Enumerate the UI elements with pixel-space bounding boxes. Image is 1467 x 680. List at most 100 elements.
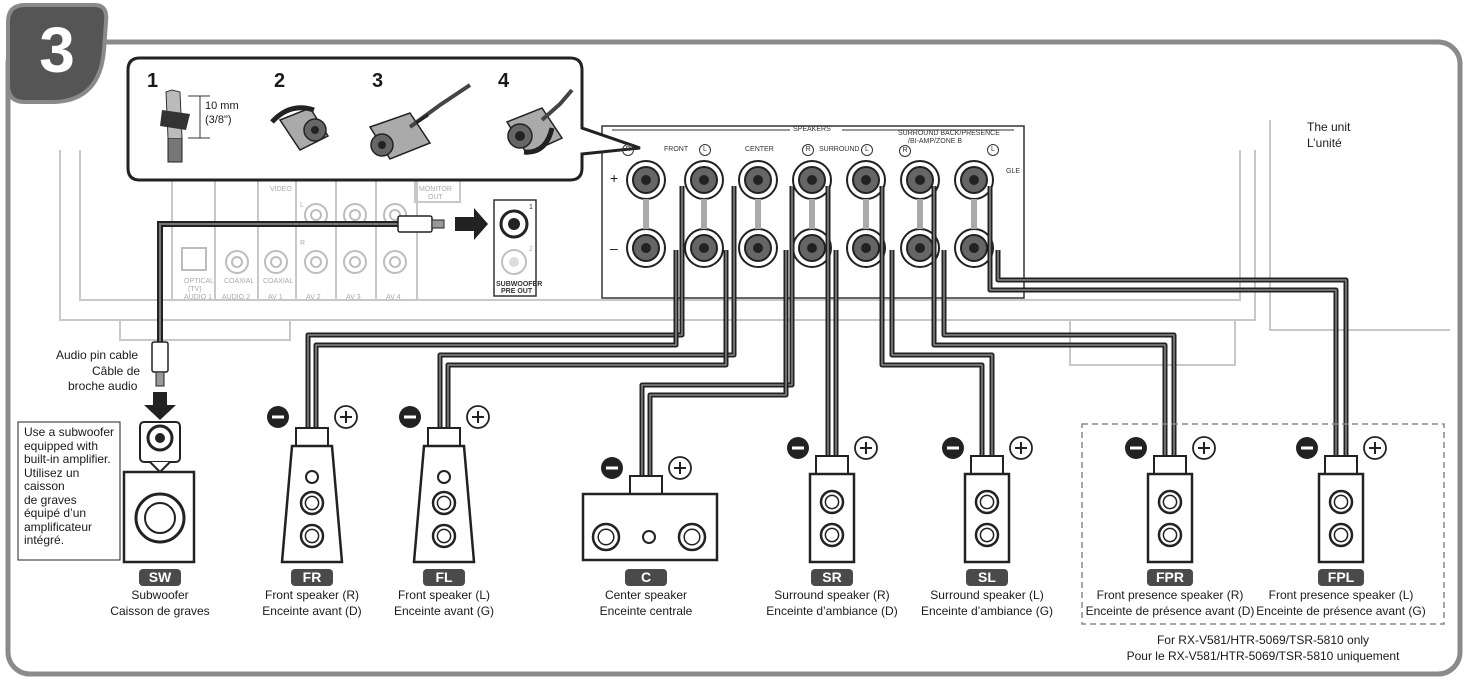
tweeter-icon: [642, 530, 656, 544]
speaker-tag: FL: [423, 569, 465, 586]
note-line: built-in amplifier.: [24, 452, 111, 466]
unit-label-en: The unit: [1307, 120, 1351, 134]
presence-group-box: [1081, 423, 1445, 625]
label-r-mark: R: [300, 240, 306, 247]
label-audio2: AUDIO 2: [222, 294, 251, 301]
speaker-cable-core: [989, 186, 1337, 458]
note-line: amplificateur: [24, 519, 93, 534]
label-surround: SURROUND: [819, 146, 860, 153]
label-bi-amp: /BI-AMP/ZONE B: [908, 138, 963, 145]
cable-connector: [815, 455, 849, 475]
driver-cone: [979, 527, 995, 543]
terminal-hole: [969, 243, 979, 253]
speaker-caption: Enceinte avant (G): [393, 604, 495, 618]
driver-cone: [1162, 494, 1178, 510]
strip-length: 10 mm: [205, 100, 239, 112]
note-line: Use a subwoofer: [24, 425, 115, 439]
label-av4: AV 4: [386, 294, 401, 301]
bookshelf-speaker-icon: [1146, 472, 1194, 564]
plus-sign-v: [865, 442, 867, 454]
speaker-caption: Surround speaker (L): [930, 588, 1044, 602]
speaker-caption: Enceinte de présence avant (D): [1085, 604, 1255, 618]
label-speakers: SPEAKERS: [793, 126, 831, 133]
minus-sign: [1130, 446, 1142, 450]
speaker-cable-core: [649, 250, 787, 476]
minus-sign: [1301, 446, 1313, 450]
channel-mark: L: [699, 144, 711, 156]
speaker-cable-core: [439, 186, 735, 428]
driver-cone: [1333, 494, 1349, 510]
terminal-hole: [861, 175, 871, 185]
audio-pin-cable: [144, 208, 488, 420]
plus-sign-v: [679, 462, 681, 474]
model-note-en: For RX-V581/HTR-5069/TSR-5810 only: [1156, 633, 1370, 647]
speaker-tag: SL: [966, 569, 1008, 586]
driver-cone: [979, 494, 995, 510]
subwoofer-pre-out-panel: [493, 199, 537, 297]
strip-length-in: (3/8"): [205, 114, 232, 126]
driver-cone: [436, 495, 452, 511]
label-audio1: AUDIO 1: [184, 294, 213, 301]
inset-step-3: 3: [372, 70, 384, 92]
terminal-hole: [807, 175, 817, 185]
tweeter-icon: [437, 470, 451, 484]
minus-sign: [404, 415, 416, 419]
bookshelf-speaker-icon: [963, 472, 1011, 564]
subwoofer-note-box: [17, 421, 121, 561]
note-line: équipé d’un: [24, 506, 87, 520]
label-monitor-out2: OUT: [428, 194, 443, 201]
speaker-cable-core: [447, 250, 727, 428]
minus-sign: [606, 466, 618, 470]
terminal-hole: [753, 175, 763, 185]
note-line: equipped with: [24, 438, 99, 453]
driver-cone: [1162, 527, 1178, 543]
bookshelf-speaker-icon: [808, 472, 856, 564]
driver-cone: [436, 528, 452, 544]
channel-mark: L: [987, 144, 999, 156]
label-tv: (TV): [188, 286, 202, 293]
label-minus: –: [610, 240, 618, 256]
plus-sign-v: [1203, 442, 1205, 454]
note-line: caisson: [24, 479, 65, 493]
cable-connector: [295, 427, 329, 447]
speaker-caption: Enceinte avant (D): [262, 604, 362, 618]
speaker-caption: Surround speaker (R): [774, 588, 890, 602]
plus-sign-v: [1020, 442, 1022, 454]
speaker-cable-core: [997, 250, 1347, 458]
speaker-cable-core: [315, 250, 677, 428]
label-jack1: 1: [529, 204, 533, 211]
label-monitor-out: MONITOR: [419, 186, 452, 193]
terminal-hole: [641, 175, 651, 185]
terminal-hole: [807, 243, 817, 253]
note-line: Utilisez un: [24, 465, 80, 480]
cable-connector: [1153, 455, 1187, 475]
step-badge: [6, 3, 109, 104]
cable-label-en: Audio pin cable: [56, 348, 139, 362]
driver-cone: [304, 528, 320, 544]
inset-step-1: 1: [147, 70, 159, 92]
speaker-caption: Front presence speaker (R): [1096, 588, 1244, 602]
speaker-cable-core: [943, 250, 1175, 458]
note-line: de graves: [24, 492, 77, 507]
speaker-cable-core: [933, 186, 1166, 458]
label-front: FRONT: [664, 146, 689, 153]
speaker-caption: Caisson de graves: [110, 604, 210, 618]
bookshelf-speaker-icon: [1317, 472, 1365, 564]
speaker-icons: [267, 405, 1387, 564]
driver-cone: [1333, 527, 1349, 543]
cable-connector: [1324, 455, 1358, 475]
label-plus: +: [610, 170, 619, 186]
plus-sign-v: [345, 411, 347, 423]
label-coaxial2: COAXIAL: [263, 278, 294, 285]
speaker-caption: Front presence speaker (L): [1268, 588, 1414, 602]
cable-label-fr1: Câble de: [92, 364, 141, 378]
step-number: 3: [39, 14, 75, 86]
terminal-hole: [641, 243, 651, 253]
minus-sign: [792, 446, 804, 450]
speaker-caption: Enceinte centrale: [599, 604, 693, 618]
speaker-tag: FR: [291, 569, 333, 586]
subwoofer-icon: [122, 421, 196, 564]
inset-step-2: 2: [274, 70, 286, 92]
terminal-hole: [969, 175, 979, 185]
